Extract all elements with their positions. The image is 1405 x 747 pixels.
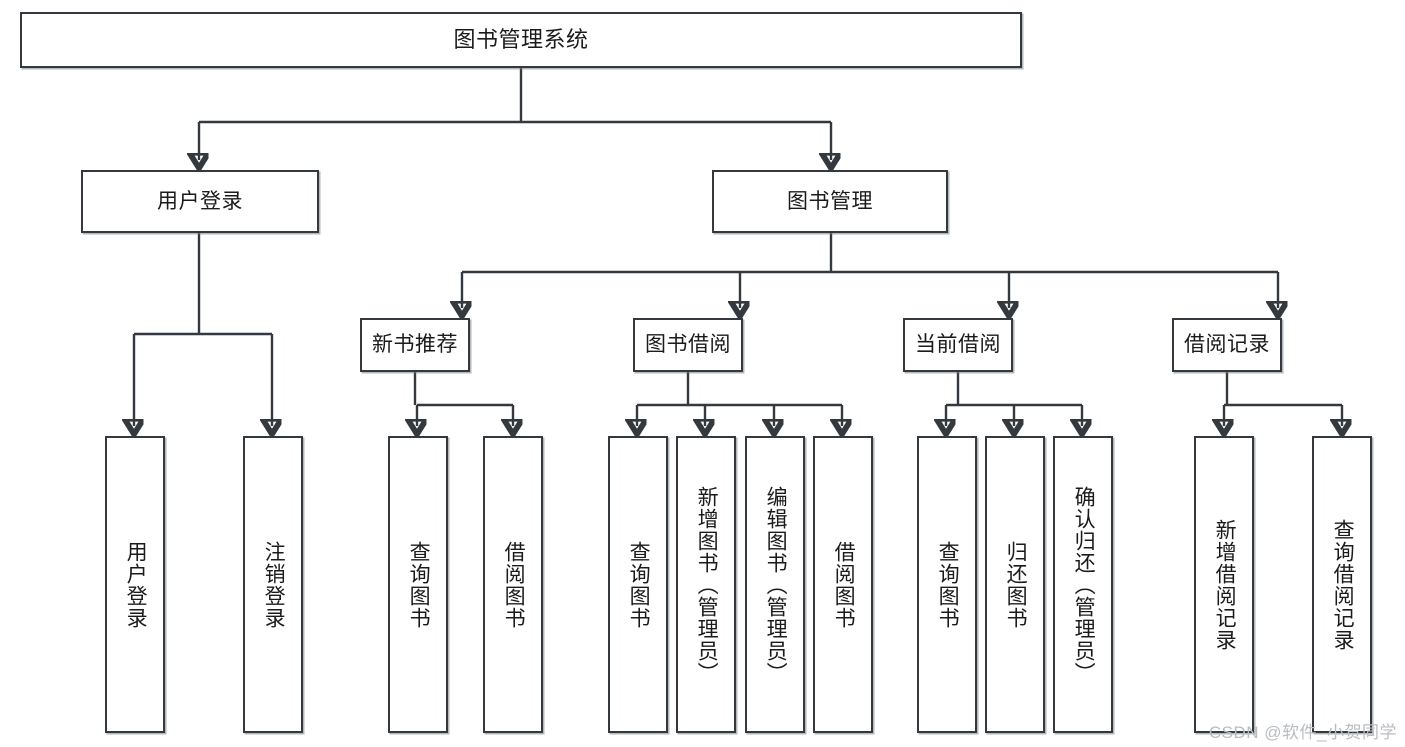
node-leaf-query-book-2[interactable]: 查询图书 [608,436,668,733]
edge-user-login-to-leaves [134,233,272,426]
node-label: 图书借阅 [645,333,731,357]
node-root-system[interactable]: 图书管理系统 [20,12,1022,68]
node-label: 图书管理系统 [453,26,589,52]
node-leaf-confirm-return[interactable]: 确认归还（管理员） [1053,436,1113,733]
edge-current-borrow-to-leaves [946,372,1082,426]
node-label: 查询图书 [936,540,960,629]
node-leaf-user-login[interactable]: 用户登录 [105,436,165,733]
node-new-book-recommend[interactable]: 新书推荐 [360,318,470,372]
edge-new-book-recommend-to-leaves [415,372,513,426]
node-leaf-user-logout[interactable]: 注销登录 [243,436,303,733]
node-leaf-query-book-3[interactable]: 查询图书 [917,436,977,733]
node-leaf-edit-book[interactable]: 编辑图书（管理员） [745,436,805,733]
node-label: 注销登录 [262,540,286,629]
node-label: 用户登录 [157,189,243,213]
node-label: 确认归还（管理员） [1072,485,1096,684]
node-leaf-borrow-book-2[interactable]: 借阅图书 [813,436,873,733]
node-label: 借阅图书 [502,540,526,629]
node-leaf-borrow-book-1[interactable]: 借阅图书 [483,436,543,733]
edge-root-to-level2 [199,68,831,160]
node-label: 新书推荐 [372,333,458,357]
node-label: 归还图书 [1004,540,1028,629]
node-leaf-query-book-1[interactable]: 查询图书 [388,436,448,733]
node-leaf-add-book[interactable]: 新增图书（管理员） [676,436,736,733]
node-label: 新增图书（管理员） [695,485,719,684]
node-borrow-record[interactable]: 借阅记录 [1172,318,1282,372]
node-user-login[interactable]: 用户登录 [81,170,319,233]
node-current-borrow[interactable]: 当前借阅 [903,318,1013,372]
node-book-borrow[interactable]: 图书借阅 [633,318,743,372]
node-label: 借阅记录 [1184,333,1270,357]
node-label: 查询图书 [407,540,431,629]
edge-borrow-record-to-leaves [1224,372,1342,426]
csdn-watermark: CSDN @软件_小贺同学 [1208,723,1397,742]
node-leaf-add-record[interactable]: 新增借阅记录 [1194,436,1254,733]
node-leaf-return-book[interactable]: 归还图书 [985,436,1045,733]
node-label: 借阅图书 [832,540,856,629]
node-label: 查询借阅记录 [1331,518,1355,651]
node-label: 新增借阅记录 [1213,518,1237,651]
node-label: 查询图书 [627,540,651,629]
edge-book-borrow-to-leaves [637,372,842,426]
node-leaf-query-record[interactable]: 查询借阅记录 [1312,436,1372,733]
edge-book-manage-to-level3 [462,233,1278,308]
node-label: 编辑图书（管理员） [764,485,788,684]
node-label: 用户登录 [124,540,148,629]
node-label: 图书管理 [787,189,873,213]
node-label: 当前借阅 [915,333,1001,357]
node-book-manage[interactable]: 图书管理 [712,170,948,233]
